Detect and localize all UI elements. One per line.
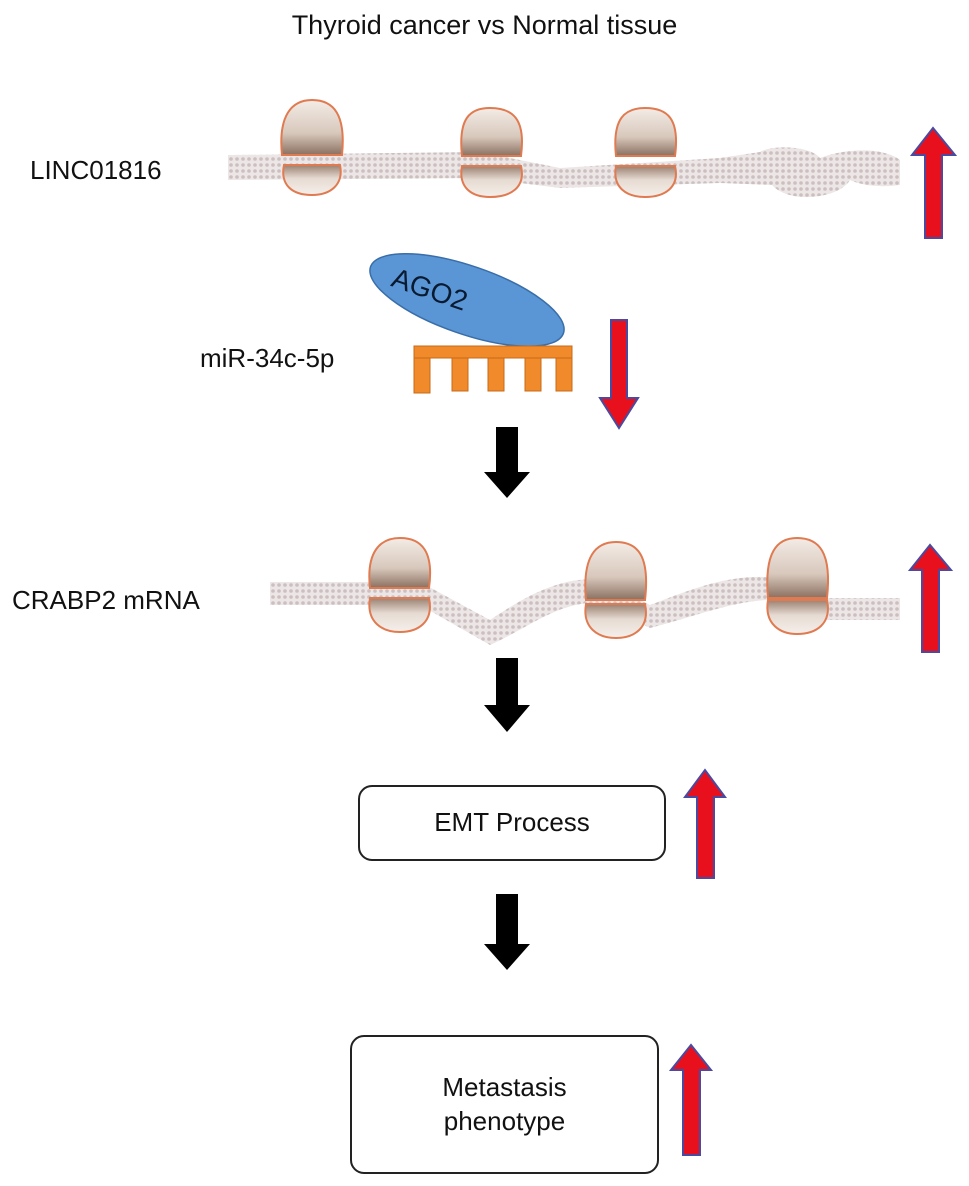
emt-process-box: EMT Process xyxy=(358,785,666,861)
metastasis-label-line2: phenotype xyxy=(443,1105,566,1136)
diagram-title: Thyroid cancer vs Normal tissue xyxy=(291,10,678,40)
crabp2-strand xyxy=(270,576,900,645)
emt-up-arrow-icon xyxy=(683,768,727,879)
linc-ribosome-1 xyxy=(280,98,344,197)
metastasis-phenotype-box: Metastasis phenotype xyxy=(350,1035,659,1174)
crabp2-label: CRABP2 mRNA xyxy=(12,585,200,615)
crabp2-ribosome-1 xyxy=(368,536,432,634)
metastasis-label-line1: Metastasis xyxy=(442,1071,567,1102)
ago2-protein xyxy=(369,253,565,347)
linc01816-strand xyxy=(228,147,900,198)
linc-ribosome-3 xyxy=(614,106,678,199)
crabp2-ribosome-2 xyxy=(584,540,648,640)
metastasis-up-arrow-icon xyxy=(668,1043,714,1156)
mirna-comb xyxy=(413,345,573,394)
crabp2-ribosome-3 xyxy=(766,536,829,636)
flow-arrow-3-icon xyxy=(484,894,530,970)
emt-process-label: EMT Process xyxy=(434,807,590,838)
flow-arrow-1-icon xyxy=(484,427,530,498)
linc01816-up-arrow-icon xyxy=(909,126,958,239)
linc01816-label: LINC01816 xyxy=(30,155,162,185)
flow-arrow-2-icon xyxy=(484,658,530,732)
mir34c-down-arrow-icon xyxy=(598,319,640,430)
mir34c-label: miR-34c-5p xyxy=(200,343,335,373)
linc-ribosome-2 xyxy=(460,106,523,199)
crabp2-up-arrow-icon xyxy=(907,543,954,653)
